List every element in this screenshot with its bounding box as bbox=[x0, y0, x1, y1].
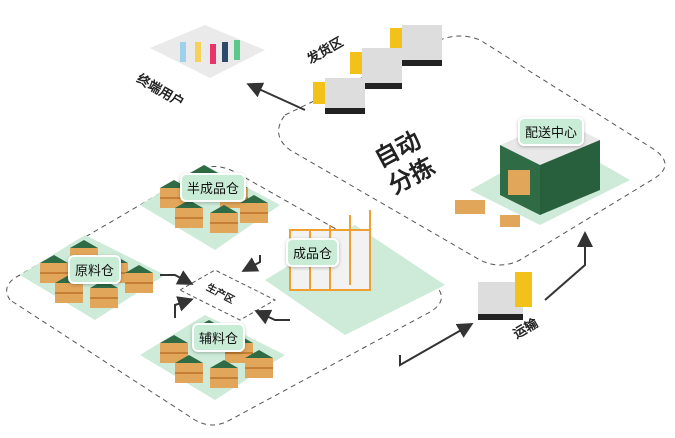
transport-truck bbox=[478, 272, 532, 320]
distribution-region-border bbox=[278, 35, 666, 266]
arrow-raw-to-production bbox=[160, 270, 194, 285]
arrow-transport-to-dc bbox=[544, 231, 593, 301]
truck-2 bbox=[350, 48, 402, 89]
aux-platform bbox=[140, 315, 285, 400]
end-users-people bbox=[180, 40, 240, 64]
finished-goods-warehouse-label: 成品仓 bbox=[286, 238, 340, 267]
arrow-aux-to-production bbox=[174, 296, 194, 318]
pallets bbox=[455, 200, 520, 227]
distribution-center-label: 配送中心 bbox=[518, 117, 585, 146]
end-users-platform bbox=[150, 25, 265, 78]
arrow-finished-to-transport bbox=[399, 323, 474, 367]
truck-1 bbox=[390, 25, 442, 66]
raw-material-warehouse-label: 原料仓 bbox=[68, 255, 122, 284]
arrow-semi-to-production bbox=[241, 255, 261, 272]
semi-finished-warehouse-label: 半成品仓 bbox=[180, 173, 247, 202]
arrow-to-users bbox=[246, 82, 306, 111]
arrow-finished-to-production bbox=[254, 309, 290, 325]
production-zone-border bbox=[178, 269, 277, 321]
truck-3 bbox=[313, 78, 365, 114]
auxiliary-material-warehouse-label: 辅料仓 bbox=[192, 323, 246, 352]
